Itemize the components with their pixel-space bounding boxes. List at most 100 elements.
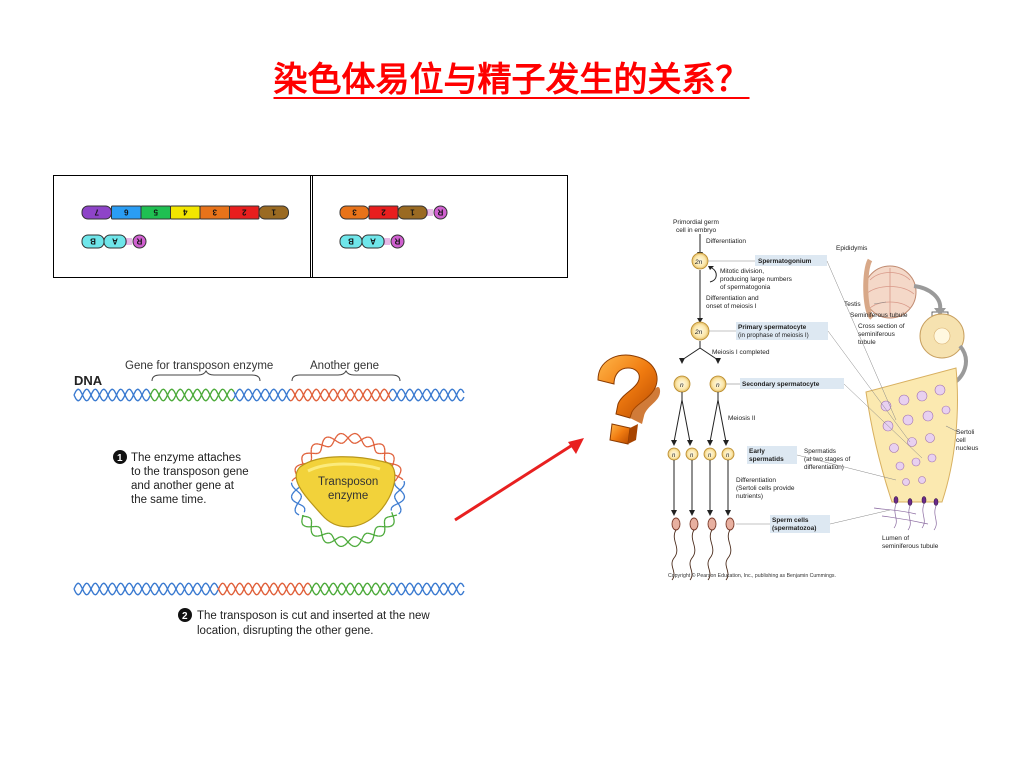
segment-1 <box>397 205 428 220</box>
chromosome-box-right <box>310 175 568 278</box>
segment-label: 1 <box>271 208 276 217</box>
segment-label: 4 <box>182 208 187 217</box>
segment-label: A <box>370 237 376 246</box>
copyright-text: Copyright © Pearson Education, Inc., pub… <box>668 572 836 579</box>
cross-section-line-1: Cross section of <box>858 323 905 330</box>
step1-line-2: to the transposon gene <box>131 466 249 478</box>
svg-text:n: n <box>680 382 684 389</box>
step1-line-1: The enzyme attaches <box>131 452 241 464</box>
spermatids-line-1: Spermatids <box>804 448 836 455</box>
primary-line-2: (in prophase of meiosis I) <box>738 332 809 339</box>
secondary-label-box <box>740 378 844 389</box>
epididymis-label: Epididymis <box>836 245 868 252</box>
dna-strand-top <box>73 388 465 402</box>
early-label-box <box>747 446 797 464</box>
spermatogonium-label-box <box>755 255 827 266</box>
spermatogonium-label: Spermatogonium <box>758 258 812 265</box>
segment-A <box>361 234 385 249</box>
step2-line-1: The transposon is cut and inserted at th… <box>197 610 430 622</box>
svg-text:n: n <box>690 453 694 459</box>
question-mark-icon <box>597 354 661 445</box>
spermatids-line-3: differentiation) <box>804 464 844 471</box>
svg-text:n: n <box>672 453 676 459</box>
chromosome-right-top: 3 2 1 R <box>339 205 448 220</box>
sperm-in-lumen <box>893 496 939 506</box>
gene-label-1: Gene for transposon enzyme <box>125 360 273 372</box>
sertoli-line-1: Sertoli <box>956 429 974 436</box>
segment-R <box>390 234 405 249</box>
wall-cells <box>880 384 951 486</box>
segment-label: 3 <box>212 208 217 217</box>
segment-A <box>103 234 127 249</box>
segment-R <box>132 234 147 249</box>
svg-text:2n: 2n <box>694 259 703 266</box>
tubule-lobules <box>865 268 915 316</box>
svg-text:n: n <box>708 453 712 459</box>
gene-label-2: Another gene <box>310 360 379 372</box>
dna-loop <box>290 432 406 548</box>
segment-label: R <box>437 208 443 217</box>
segment-label: 2 <box>241 208 246 217</box>
enzyme-line-1: Transposon <box>318 476 378 488</box>
testis-label: Testis <box>844 301 861 308</box>
sperm-line-2: (spermatozoa) <box>772 525 816 532</box>
step1-badge <box>113 450 127 464</box>
chromosome-box-left <box>53 175 313 278</box>
dna-label: DNA <box>74 373 103 388</box>
segment-label: 7 <box>94 208 99 217</box>
spermatids-line-2: (at two stages of <box>804 456 850 463</box>
transposon-enzyme <box>295 456 396 528</box>
segment-label: A <box>112 237 118 246</box>
step1-line-4: the same time. <box>131 494 206 506</box>
diff-meiosis-line-1: Differentiation and <box>706 295 759 302</box>
svg-text:n: n <box>716 382 720 389</box>
sperm-label-box <box>770 515 830 533</box>
diff-sertoli-line-1: Differentiation <box>736 477 776 484</box>
step2-badge <box>178 608 192 622</box>
diff-meiosis-line-2: onset of meiosis I <box>706 303 757 310</box>
mitotic-line-2: producing large numbers <box>720 276 793 283</box>
segment-label: R <box>394 237 400 246</box>
differentiation-label: Differentiation <box>706 238 746 245</box>
spermatogenesis-diagram: Primordial germ cell in embryo Different… <box>667 219 979 581</box>
segment-label: 3 <box>352 208 357 217</box>
mitotic-line-1: Mitotic division, <box>720 268 764 275</box>
segment-label: R <box>136 237 142 246</box>
segment-label: 1 <box>410 208 415 217</box>
enzyme-line-2: enzyme <box>328 490 368 502</box>
diff-sertoli-line-2: (Sertoli cells provide <box>736 485 795 492</box>
cross-section-line-3: tubule <box>858 339 876 346</box>
diff-sertoli-line-3: nutrients) <box>736 493 763 500</box>
mitotic-line-3: of spermatogonia <box>720 284 771 291</box>
sertoli-line-3: nucleus <box>956 445 979 452</box>
slide-title: 染色体易位与精子发生的关系？ <box>273 60 750 100</box>
step1-line-3: and another gene at <box>131 480 235 492</box>
tubule-wall-section <box>865 367 958 503</box>
gene-brace-2 <box>291 369 401 382</box>
step1-number: 1 <box>117 453 123 464</box>
sperm-line-1: Sperm cells <box>772 517 809 524</box>
gene-brace-1 <box>151 369 261 382</box>
segment-R <box>433 205 448 220</box>
primordial-line-2: cell in embryo <box>676 227 716 234</box>
meiosis1-label: Meiosis I completed <box>712 349 770 356</box>
sertoli-line-2: cell <box>956 437 966 444</box>
segment-label: B <box>90 237 96 246</box>
early-line-2: spermatids <box>749 456 784 463</box>
early-line-1: Early <box>749 448 765 455</box>
segment-1 <box>258 205 289 220</box>
cross-section-line-2: seminiferous <box>858 331 896 338</box>
seminiferous-label: Seminiferous tubule <box>850 312 908 319</box>
step2-number: 2 <box>182 611 188 622</box>
segment-label: 2 <box>381 208 386 217</box>
meiosis2-label: Meiosis II <box>728 415 756 422</box>
svg-text:2n: 2n <box>694 329 703 336</box>
red-arrow <box>454 438 584 522</box>
step2-line-2: location, disrupting the other gene. <box>197 625 373 637</box>
primary-label-box <box>736 322 828 340</box>
lumen-line-2: seminiferous tubule <box>882 543 939 550</box>
